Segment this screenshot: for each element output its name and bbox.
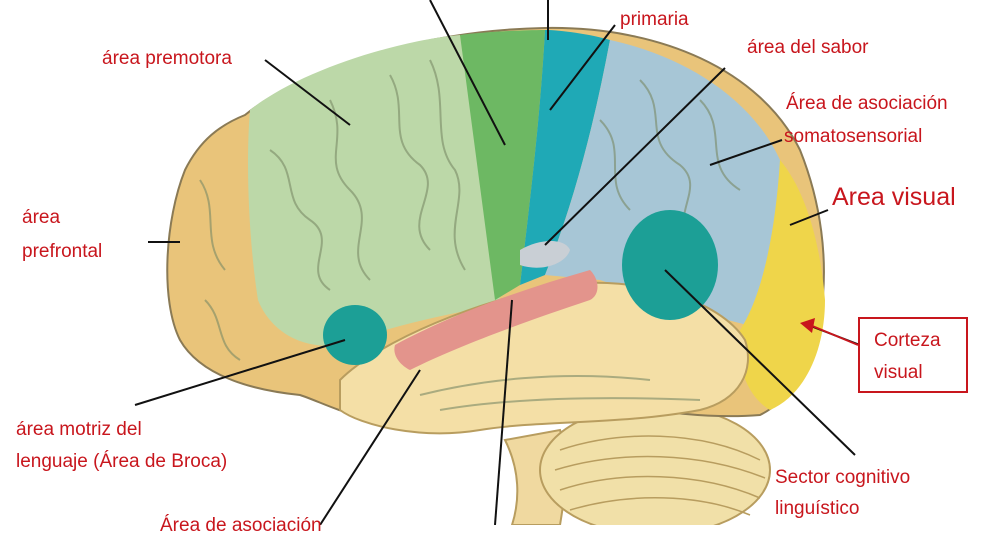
label-corteza-2: visual	[874, 362, 923, 383]
label-premotora: área premotora	[102, 48, 232, 69]
label-corteza-1: Corteza	[874, 330, 941, 351]
brain-diagram	[134, 0, 861, 525]
label-primaria: primaria	[620, 9, 689, 30]
label-sabor: área del sabor	[747, 37, 869, 58]
gyri-lines	[199, 59, 741, 411]
label-cognitivo-2: linguístico	[775, 498, 860, 519]
label-asociacion-2: somatosensorial	[784, 126, 923, 147]
visual-area	[738, 160, 825, 410]
arrow-head	[800, 318, 815, 333]
label-prefrontal-1: área	[22, 207, 61, 228]
wernicke-area	[622, 210, 718, 320]
broca-area	[323, 305, 387, 365]
auditory-area	[394, 270, 598, 370]
premotor-area	[247, 35, 500, 346]
label-broca-2: lenguaje (Área de Broca)	[16, 451, 228, 472]
arrow-shaft	[809, 324, 859, 346]
corteza-visual-box: Corteza visual	[858, 317, 968, 393]
label-prefrontal-2: prefrontal	[22, 241, 103, 262]
label-area-visual: Area visual	[832, 183, 956, 211]
taste-area	[520, 241, 570, 268]
association-area	[545, 40, 787, 330]
somatosensory-area	[520, 30, 610, 285]
label-asociacion-1: Área de asociación	[786, 93, 948, 114]
label-asociacion-auditiva-partial: Área de asociación	[160, 515, 322, 536]
label-broca-1: área motriz del	[16, 419, 142, 440]
label-cognitivo-1: Sector cognitivo	[775, 467, 911, 488]
